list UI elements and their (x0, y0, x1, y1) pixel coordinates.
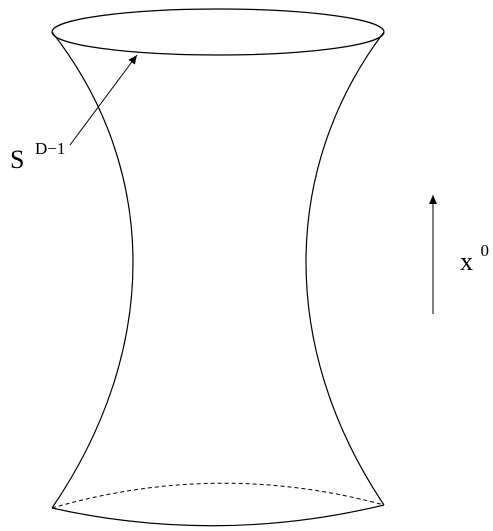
time-label-exponent: 0 (481, 241, 490, 260)
bottom-back-edge (51, 482, 385, 509)
sphere-label: S D−1 (10, 139, 65, 174)
time-label-base: x (460, 247, 473, 276)
sphere-pointer-arrow (69, 54, 138, 146)
sphere-label-base: S (10, 145, 24, 174)
right-hyperboloid-edge (305, 31, 385, 506)
bottom-front-edge (51, 504, 385, 527)
time-label: x 0 (460, 241, 489, 276)
left-hyperboloid-edge (51, 31, 134, 509)
sphere-label-exponent: D−1 (35, 139, 65, 158)
top-sphere-ellipse (51, 8, 385, 56)
